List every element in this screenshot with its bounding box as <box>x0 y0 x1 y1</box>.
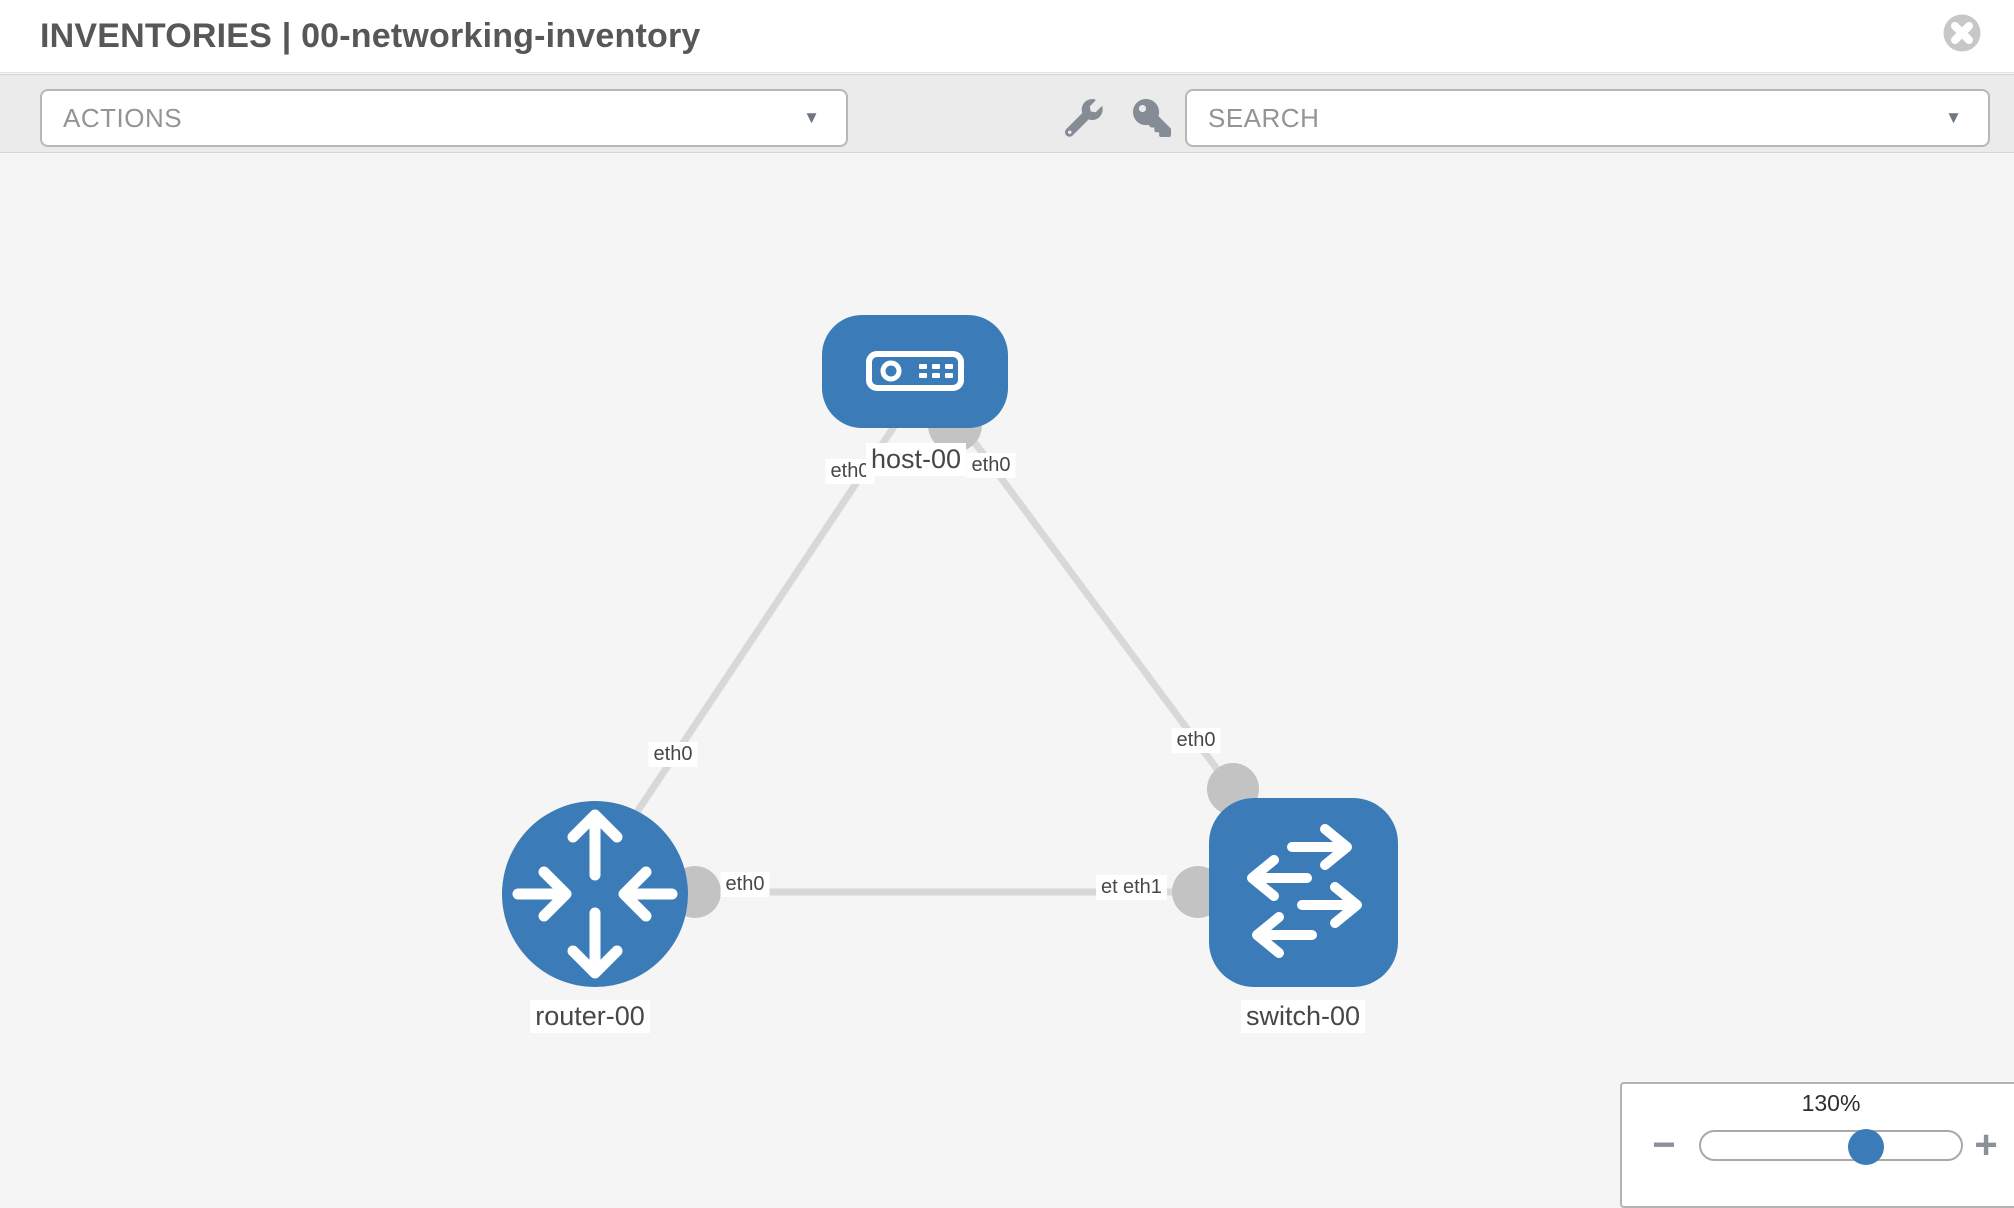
zoom-slider-thumb[interactable] <box>1848 1129 1884 1165</box>
close-button[interactable] <box>1943 14 1981 52</box>
node-switch[interactable] <box>1209 798 1398 987</box>
node-host[interactable] <box>822 315 1008 428</box>
router-icon <box>512 809 678 979</box>
modal-header: INVENTORIES | 00-networking-inventory <box>0 0 2014 73</box>
interface-label: eth0 <box>966 453 1016 478</box>
switch-node-shape[interactable] <box>1209 798 1398 987</box>
chevron-down-icon: ▼ <box>803 108 820 127</box>
close-icon <box>1943 14 1981 52</box>
actions-dropdown[interactable]: ACTIONS ▼ <box>40 89 848 147</box>
host-node-shape[interactable] <box>822 315 1008 428</box>
zoom-level: 130% <box>1801 1090 1861 1116</box>
key-icon[interactable] <box>1133 99 1171 137</box>
interface-label: eth0 <box>648 742 698 767</box>
interface-label: eth1 <box>1118 875 1167 900</box>
search-dropdown[interactable]: SEARCH ▼ <box>1185 89 1990 147</box>
node-label-switch: switch-00 <box>1240 1000 1366 1033</box>
zoom-in-button[interactable]: + <box>1974 1123 1998 1167</box>
host-icon <box>866 351 964 391</box>
toolbar: ACTIONS ▼ SEARCH ▼ <box>0 74 2014 153</box>
zoom-panel: 130% − + <box>1620 1082 2014 1208</box>
search-input[interactable]: SEARCH <box>1208 103 1320 133</box>
actions-dropdown-label: ACTIONS <box>63 103 183 133</box>
topology-canvas[interactable]: eth0 eth0 eth0 eth0 eth0 eth0 eth1 host-… <box>0 152 2014 1200</box>
node-label-router: router-00 <box>530 1000 650 1033</box>
switch-icon <box>1247 824 1362 958</box>
interface-label: eth0 <box>1171 728 1221 753</box>
chevron-down-icon: ▼ <box>1945 108 1962 127</box>
router-node-shape[interactable] <box>502 801 688 987</box>
node-label-host: host-00 <box>865 443 967 476</box>
zoom-out-button[interactable]: − <box>1652 1123 1676 1167</box>
wrench-icon[interactable] <box>1065 99 1103 137</box>
zoom-slider[interactable] <box>1699 1129 1963 1165</box>
node-router[interactable] <box>502 801 688 987</box>
page-title: INVENTORIES | 00-networking-inventory <box>40 17 701 55</box>
interface-label: eth0 <box>720 872 770 897</box>
link-host-router[interactable] <box>622 423 898 832</box>
